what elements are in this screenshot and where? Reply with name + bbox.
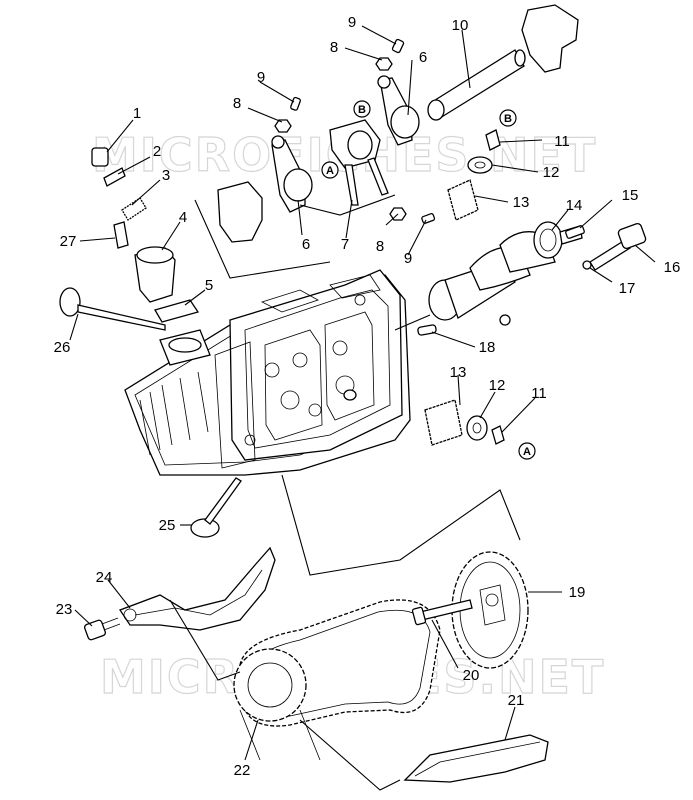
callout-7: 7 [341, 236, 349, 253]
cylinder-head [124, 269, 411, 476]
callout-22: 22 [234, 762, 251, 779]
bolt-23 [84, 617, 121, 641]
callout-8-a: 8 [233, 95, 241, 112]
callout-4: 4 [179, 209, 187, 226]
svg-text:A: A [326, 165, 334, 177]
callout-15: 15 [622, 187, 639, 204]
callout-12-lower: 12 [489, 377, 506, 394]
callout-10: 10 [452, 17, 469, 34]
callout-12-upper: 12 [543, 164, 560, 181]
bolt-20 [411, 599, 473, 626]
callout-9-c: 9 [404, 250, 412, 267]
callout-27: 27 [60, 233, 77, 250]
callout-20: 20 [463, 667, 480, 684]
svg-text:A: A [523, 446, 531, 458]
ref-marker-a-lower: A [518, 442, 536, 460]
callout-16: 16 [664, 259, 681, 276]
cam-sprocket [451, 551, 529, 669]
bracket-left [217, 181, 263, 243]
callout-14: 14 [566, 197, 583, 214]
rocker-arm-right [377, 75, 420, 146]
crank-sprocket [233, 648, 321, 761]
chain-guide-upper [119, 546, 276, 631]
valve-train-upper [447, 129, 501, 221]
svg-text:B: B [504, 113, 512, 125]
callout-24: 24 [96, 569, 113, 586]
callout-6-left: 6 [302, 236, 310, 253]
rocker-shaft [427, 49, 526, 121]
callout-3: 3 [162, 167, 170, 184]
grouping-lines [169, 194, 521, 791]
callout-8-b: 8 [330, 39, 338, 56]
svg-text:B: B [358, 104, 366, 116]
callout-11-lower: 11 [531, 385, 547, 402]
lock-nuts [274, 57, 407, 221]
valve-train-lower [424, 399, 505, 446]
callout-26: 26 [54, 339, 71, 356]
callout-2: 2 [153, 143, 161, 160]
callout-11-upper: 11 [554, 133, 570, 150]
adjuster-screws [290, 38, 436, 224]
callout-5: 5 [205, 277, 213, 294]
callout-8-c: 8 [376, 238, 384, 255]
rocker-arm-left [271, 135, 313, 213]
callout-13-lower: 13 [450, 364, 467, 381]
dowel-18 [417, 324, 437, 336]
clip-17 [582, 260, 592, 270]
callout-13-upper: 13 [513, 194, 530, 211]
ref-marker-b-upper: B [353, 100, 371, 118]
rocker-arm-7 [329, 119, 389, 206]
callout-numbers: 1 2 3 4 5 6 6 7 8 8 8 9 9 9 10 11 11 12 … [54, 14, 681, 779]
bracket-top [521, 4, 579, 73]
valve-25 [190, 477, 242, 538]
shaft-16 [589, 222, 647, 271]
chain-guide-lower [403, 734, 549, 783]
callout-1: 1 [133, 105, 141, 122]
callout-17: 17 [619, 280, 636, 297]
pin-15 [565, 225, 585, 239]
callout-9-b: 9 [348, 14, 356, 31]
valve-26 [59, 287, 166, 331]
camshaft [428, 221, 583, 326]
tensioner-parts [91, 147, 200, 323]
ref-marker-a-upper: A [321, 161, 339, 179]
callout-23: 23 [56, 601, 73, 618]
callout-9-a: 9 [257, 69, 265, 86]
leader-lines [69, 25, 656, 761]
ref-marker-b-right: B [499, 109, 517, 127]
callout-25: 25 [159, 517, 176, 534]
callout-18: 18 [479, 339, 496, 356]
callout-6-right: 6 [419, 49, 427, 66]
callout-21: 21 [508, 692, 525, 709]
callout-19: 19 [569, 584, 586, 601]
